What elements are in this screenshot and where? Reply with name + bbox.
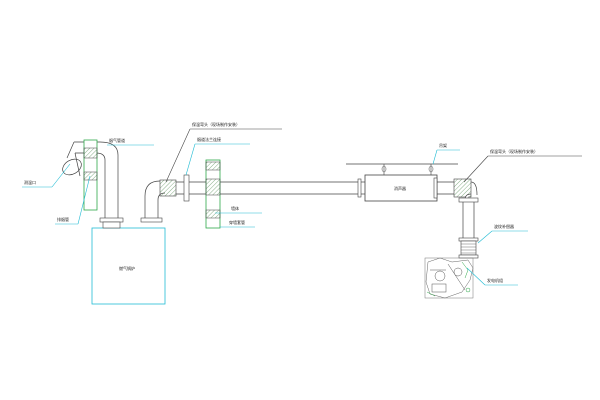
- label-exhaust-pipe: 排烟管: [57, 216, 69, 222]
- label-elbow-right: 保温弯头（现场制作安装）: [490, 148, 538, 154]
- silencer-label: 消声器: [394, 185, 406, 191]
- label-wall-left: 墙体: [231, 205, 239, 211]
- label-thermometer-left: 测温口: [24, 179, 36, 185]
- wall-middle: [205, 159, 221, 229]
- label-flange: 烟道法兰连接: [197, 136, 221, 142]
- label-flue-left: 烟气管道: [109, 137, 125, 143]
- label-sleeve-left: 穿墙套管: [229, 219, 245, 225]
- label-elbow-left: 保温弯头（现场制作安装）: [192, 121, 240, 127]
- label-bellows: 波纹补偿器: [494, 223, 514, 229]
- leader-lines: [22, 128, 582, 286]
- wall-left: [83, 139, 98, 211]
- main-flue: [140, 174, 362, 223]
- label-hanger: 吊架: [439, 142, 447, 148]
- label-generator: 发电机组: [487, 277, 503, 283]
- right-flue: [453, 178, 479, 259]
- hangers: [346, 163, 458, 175]
- boiler-label: 燃气锅炉: [119, 265, 135, 271]
- generator-set: [424, 257, 474, 299]
- boiler-box: [91, 227, 166, 305]
- silencer: 消声器: [361, 174, 454, 202]
